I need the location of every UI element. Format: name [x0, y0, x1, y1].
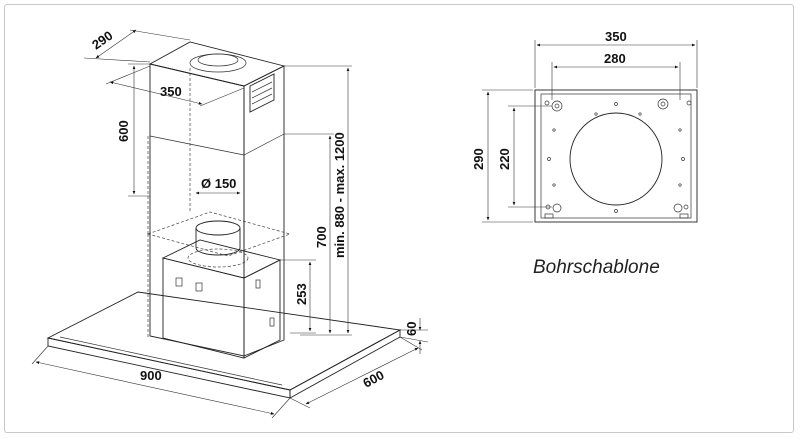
dim-253: 253: [280, 259, 316, 334]
template-caption: Bohrschablone: [533, 257, 660, 278]
motor-box: [161, 239, 282, 359]
tpl-280-label: 280: [604, 51, 626, 66]
tpl-350-label: 350: [605, 29, 627, 44]
dim-150-label: Ø 150: [201, 176, 236, 191]
dim-290-depth: 290: [83, 28, 191, 63]
canopy-plate: [46, 291, 402, 399]
dim-900-label: 900: [140, 368, 162, 383]
dim-60: 60: [399, 318, 429, 354]
tpl-dim-290: 290: [471, 89, 533, 223]
tpl-dim-280: 280: [551, 51, 681, 100]
dim-350-label: 350: [160, 84, 182, 99]
dim-60-label: 60: [404, 322, 419, 336]
dim-600-chimney: 600: [116, 63, 150, 197]
dim-290-label: 290: [89, 28, 115, 53]
dim-600-label: 600: [116, 120, 131, 142]
drilling-template: 350 280 290 220 Bohrschablone: [471, 29, 698, 278]
tpl-dim-350: 350: [534, 29, 698, 88]
mounting-holes: [544, 98, 692, 219]
chimney-projection: [146, 68, 292, 338]
dim-600-depth: 600: [289, 336, 423, 409]
dim-900: 900: [31, 345, 291, 419]
dim-700-label: 700: [314, 226, 329, 248]
dim-880-1200: min. 880 - max. 1200: [284, 65, 352, 336]
tpl-220-label: 220: [497, 148, 512, 170]
tpl-dim-220: 220: [497, 105, 552, 208]
vent-grille: [249, 73, 275, 113]
duct-collar: [187, 220, 249, 268]
dim-350-width: 350: [105, 65, 245, 107]
hood-drawing: 290 350 600 Ø 150 253: [31, 28, 429, 419]
dim-700: 700: [284, 133, 334, 334]
dim-600-depth-label: 600: [360, 367, 386, 390]
tpl-290-label: 290: [471, 148, 486, 170]
dim-880-1200-label: min. 880 - max. 1200: [332, 132, 347, 258]
dim-253-label: 253: [294, 283, 309, 305]
